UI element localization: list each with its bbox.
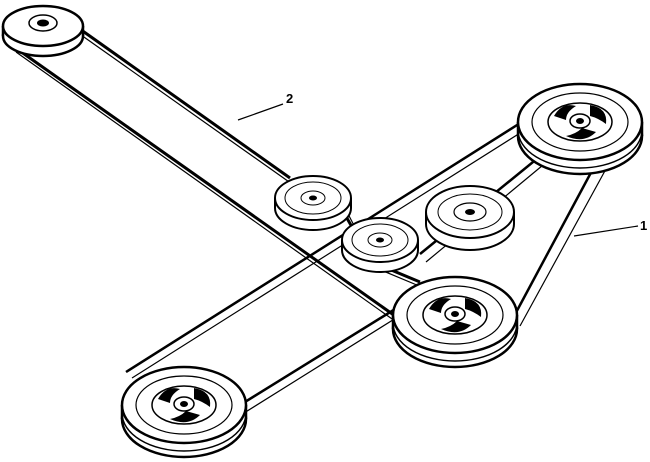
pulley-bottom-left [120, 365, 248, 459]
idler-pulley-center [341, 217, 419, 273]
callout-label-2: 2 [286, 91, 293, 106]
idler-pulley-upper [274, 175, 352, 231]
callout-belt-2: 2 [237, 91, 293, 121]
belt-2 [9, 20, 425, 327]
pulley-top-left [1, 4, 85, 58]
callout-belt-1: 1 [573, 218, 647, 237]
pulley-lower-middle [391, 275, 519, 369]
pulley-top-right [516, 82, 644, 176]
idler-pulley-right [425, 185, 515, 251]
callout-label-1: 1 [640, 218, 647, 233]
